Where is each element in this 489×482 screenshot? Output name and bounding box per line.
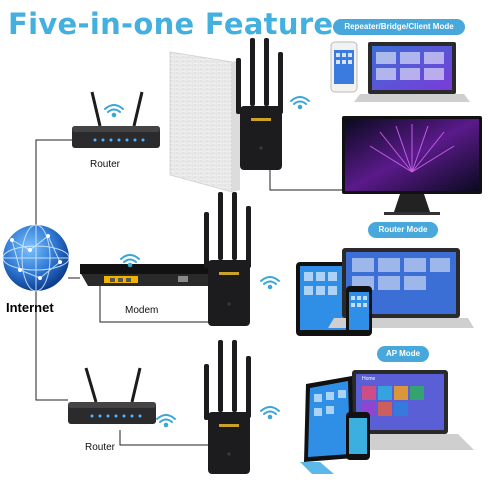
internet-label: Internet	[6, 300, 54, 315]
wifi-icon	[260, 406, 280, 420]
repeater-laptop	[354, 42, 470, 102]
ap-laptop-screen-label: Home	[362, 376, 376, 382]
wifi-icon	[156, 414, 176, 428]
cables	[35, 139, 379, 446]
router-bottom-label: Router	[85, 442, 116, 453]
mode-badge-router: Router Mode	[368, 222, 438, 238]
repeater-phone	[330, 41, 358, 93]
extender-2	[204, 192, 251, 326]
router-top	[72, 91, 160, 148]
modem-label: Modem	[125, 305, 159, 316]
television	[342, 116, 482, 215]
wifi-icon	[290, 96, 310, 110]
wifi-icon	[104, 104, 124, 118]
ap-mode-phone	[346, 412, 370, 460]
globe-icon	[2, 224, 70, 292]
ap-mode-laptop	[336, 370, 474, 450]
ap-mode-tablet	[300, 376, 354, 474]
wifi-icon	[260, 276, 280, 290]
mode-badge-repeater: Repeater/Bridge/Client Mode	[333, 19, 465, 35]
router-bottom	[68, 367, 156, 424]
wifi-icon	[120, 254, 140, 268]
router-top-label: Router	[90, 159, 121, 170]
extender-3	[204, 340, 251, 474]
router-mode-tablet	[296, 262, 354, 336]
mode-badge-ap: AP Mode	[377, 346, 429, 362]
modem	[80, 264, 218, 286]
extender-1	[236, 38, 283, 170]
brick-wall	[169, 51, 240, 193]
router-mode-phone	[346, 286, 372, 336]
page-title: Five-in-one Feature	[8, 7, 334, 41]
